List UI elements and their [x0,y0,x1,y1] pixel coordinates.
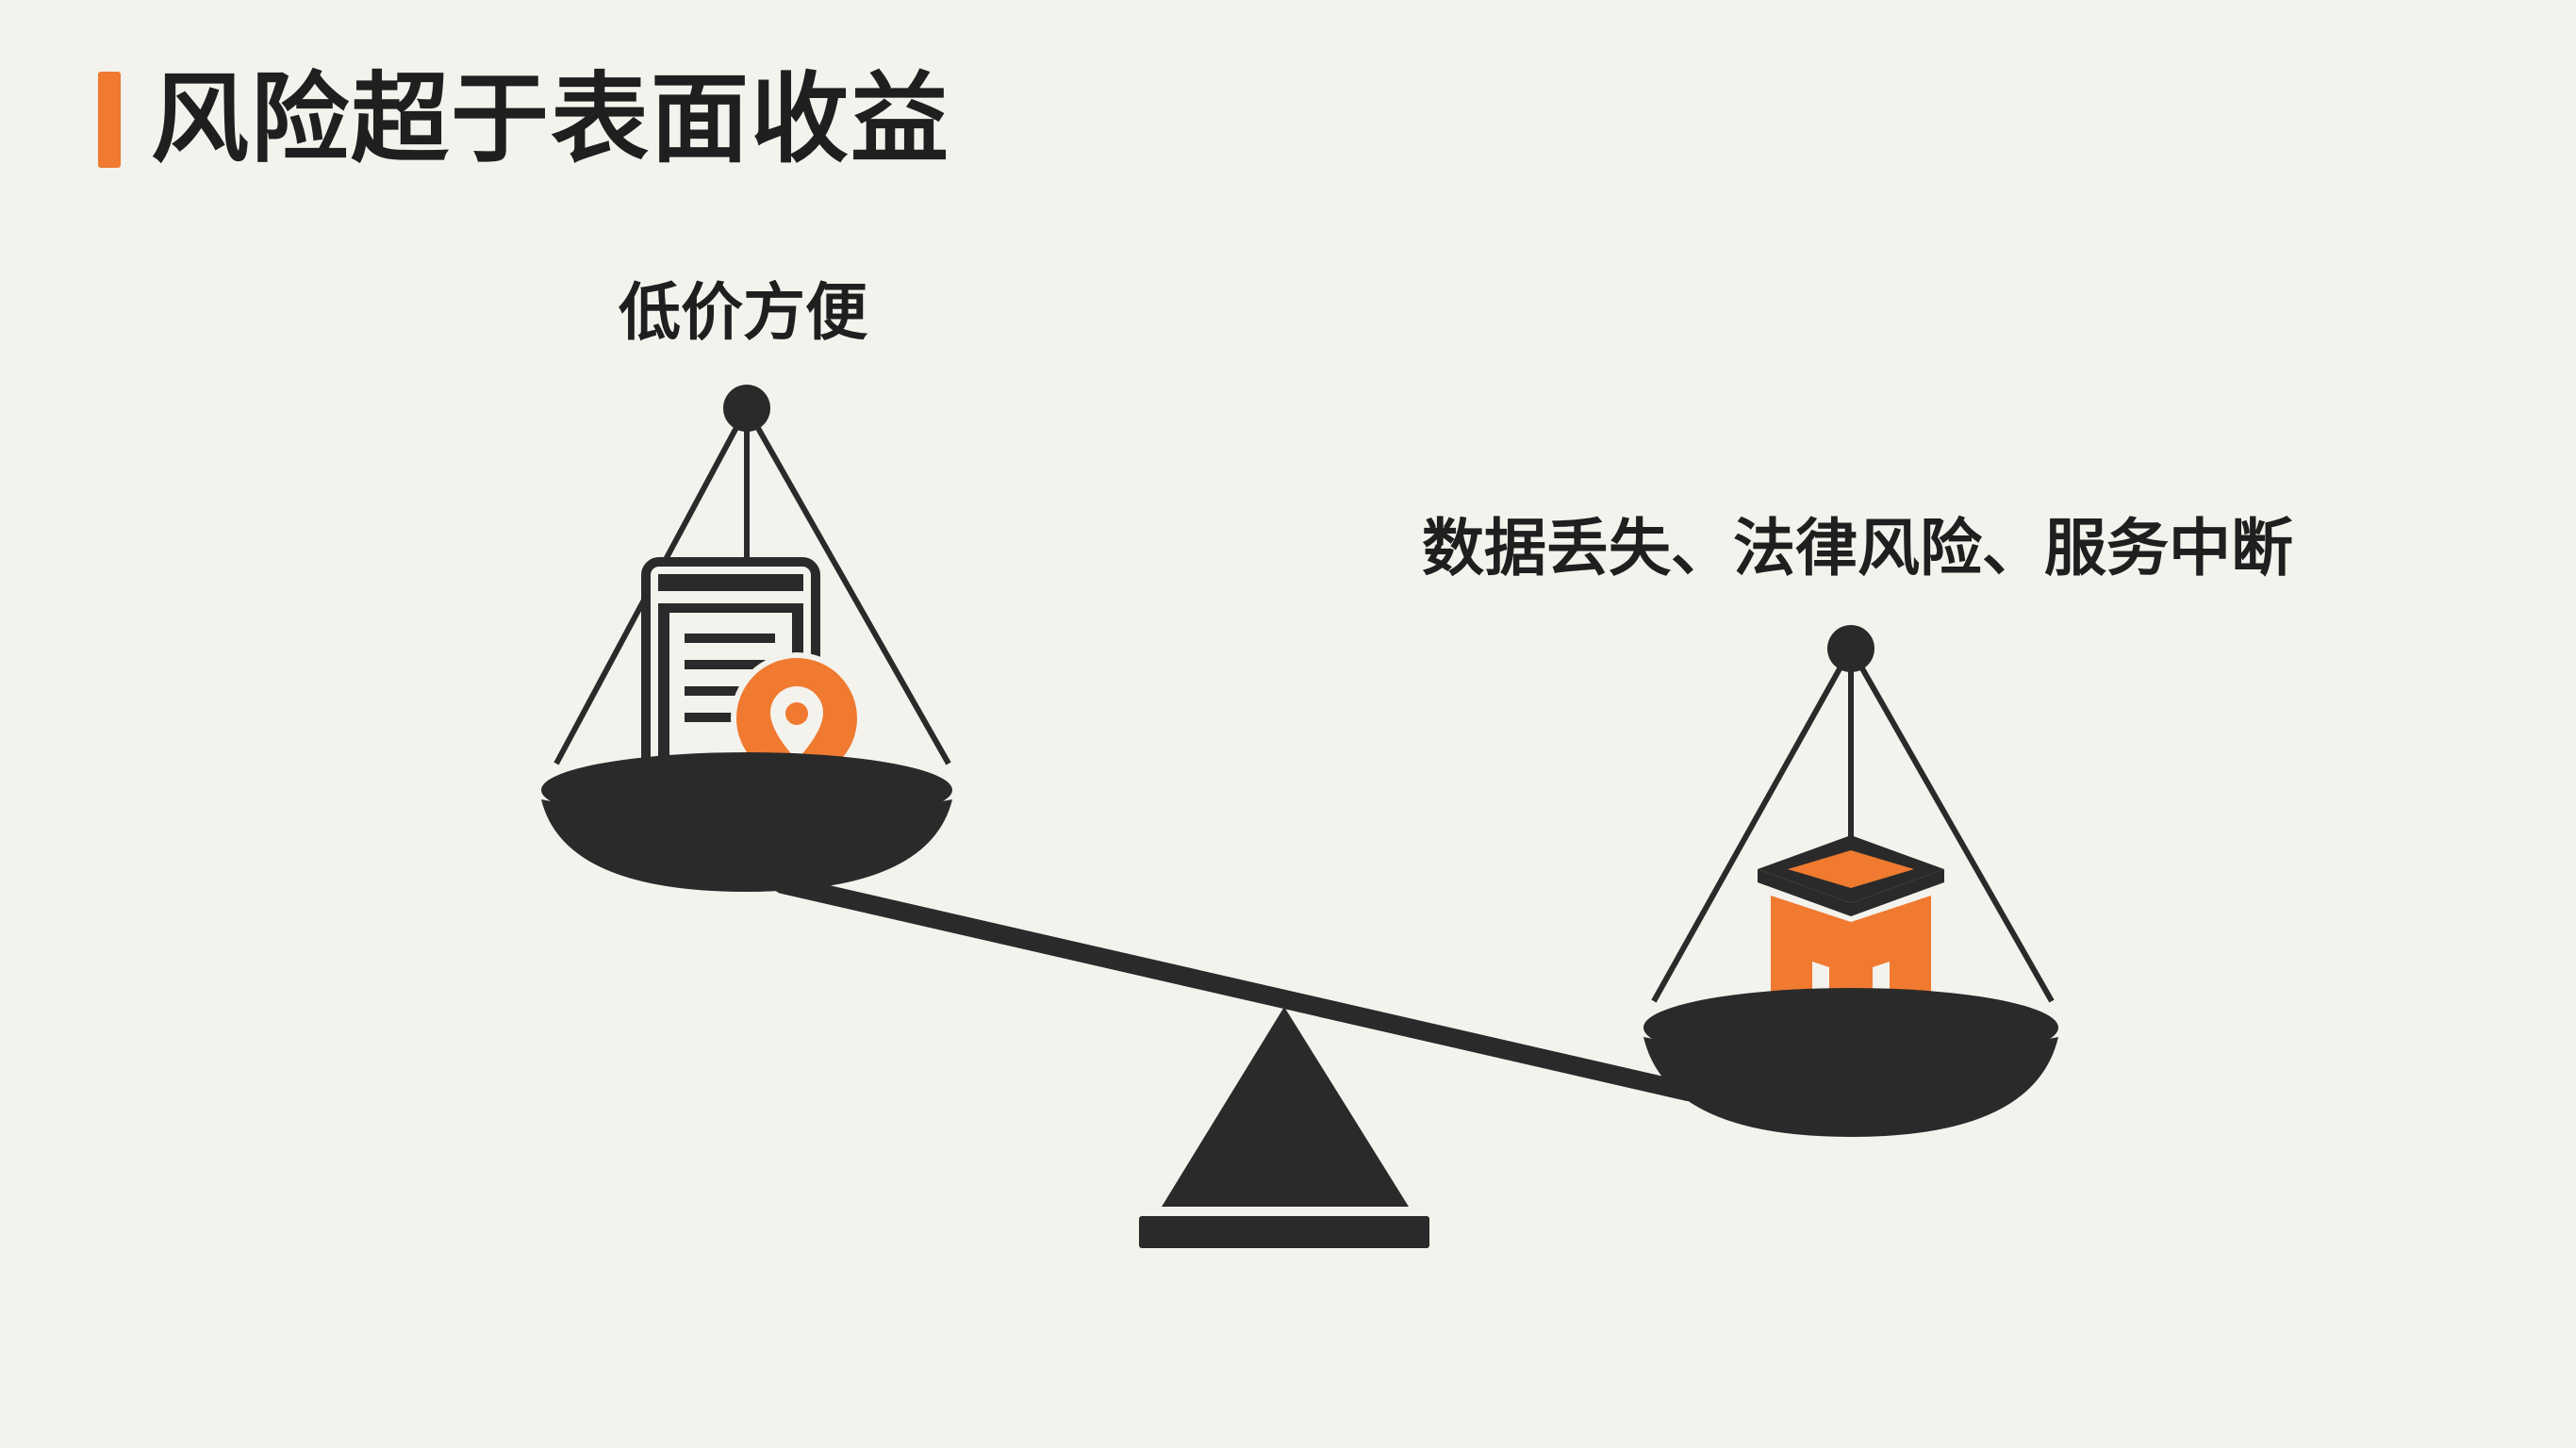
right-pan-string [1848,647,2055,1003]
server-box-icon [1758,835,1944,1029]
title-accent-bar [98,72,121,168]
right-pan-string [1651,647,1854,1003]
right-pan [1643,625,2058,1137]
right-pan-rim [1643,988,2058,1067]
left-pan-rim [541,752,952,828]
scale-base [1139,1216,1429,1248]
right-pan-bowl [1643,1037,2058,1137]
scale-fulcrum [1162,1007,1409,1207]
left-pan-string [744,406,951,765]
left-pan [541,385,952,892]
scale-beam [773,875,1697,1101]
right-pan-label: 数据丢失、法律风险、服务中断 [1422,512,2293,584]
location-pin-icon [731,652,863,784]
page-title: 风险超于表面收益 [151,61,951,176]
left-pan-bowl [541,799,952,892]
left-pan-label: 低价方便 [619,276,867,349]
